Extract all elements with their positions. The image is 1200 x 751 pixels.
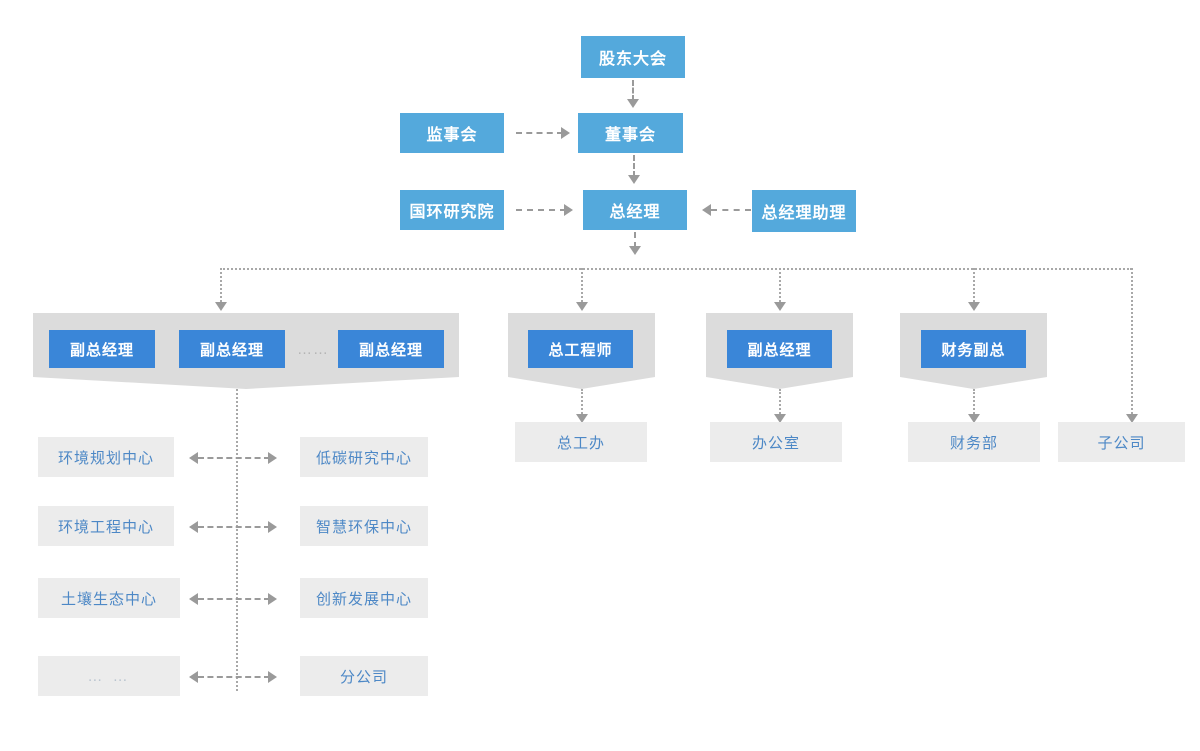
node-finance-vice-president[interactable]: 财务副总 [921, 330, 1026, 368]
bus-drop-vp-office [779, 268, 781, 306]
connector-supervisors-to-board [516, 132, 563, 134]
arrow-right-icon [561, 127, 570, 139]
bus-drop-subsidiary [1131, 268, 1133, 418]
banner-tip [508, 377, 655, 389]
connector-board-to-gm [633, 155, 635, 177]
node-board-of-directors[interactable]: 董事会 [578, 113, 683, 153]
node-department-right-3[interactable]: 创新发展中心 [300, 578, 428, 618]
arrow-left-icon [702, 204, 711, 216]
arrow-left-icon [189, 593, 198, 605]
node-department-left-4[interactable]: … … [38, 656, 180, 696]
node-department-left-3[interactable]: 土壤生态中心 [38, 578, 180, 618]
arrow-down-icon [774, 414, 786, 423]
node-subsidiary[interactable]: 子公司 [1058, 422, 1185, 462]
node-chief-engineer-office[interactable]: 总工办 [515, 422, 647, 462]
node-vice-general-manager-1[interactable]: 副总经理 [49, 330, 155, 368]
bus-drop-finance-vp [973, 268, 975, 306]
connector-gm-to-bus [634, 232, 636, 248]
distribution-bus-line [220, 268, 1132, 270]
arrow-down-icon [576, 414, 588, 423]
arrow-right-icon [268, 452, 277, 464]
node-board-of-supervisors[interactable]: 监事会 [400, 113, 504, 153]
arrow-down-icon [774, 302, 786, 311]
connector-departments-row-3 [198, 598, 270, 600]
connector-chief-engineer-to-office [581, 389, 583, 417]
node-department-right-1[interactable]: 低碳研究中心 [300, 437, 428, 477]
arrow-down-icon [968, 414, 980, 423]
connector-assistant-to-gm [711, 209, 751, 211]
node-department-right-4[interactable]: 分公司 [300, 656, 428, 696]
banner-tip [706, 377, 853, 389]
connector-shareholders-to-board [632, 80, 634, 101]
bus-drop-vp-group [220, 268, 222, 306]
arrow-down-icon [627, 99, 639, 108]
arrow-left-icon [189, 521, 198, 533]
arrow-left-icon [189, 452, 198, 464]
arrow-right-icon [268, 521, 277, 533]
node-chief-engineer[interactable]: 总工程师 [528, 330, 633, 368]
node-department-left-2[interactable]: 环境工程中心 [38, 506, 174, 546]
connector-departments-row-2 [198, 526, 270, 528]
node-vice-general-manager-office[interactable]: 副总经理 [727, 330, 832, 368]
arrow-left-icon [189, 671, 198, 683]
node-department-right-2[interactable]: 智慧环保中心 [300, 506, 428, 546]
node-vice-general-manager-3[interactable]: 副总经理 [338, 330, 444, 368]
node-administrative-office[interactable]: 办公室 [710, 422, 842, 462]
arrow-down-icon [968, 302, 980, 311]
connector-departments-row-1 [198, 457, 270, 459]
node-shareholders-meeting[interactable]: 股东大会 [581, 36, 685, 78]
connector-finance-to-department [973, 389, 975, 417]
node-research-institute[interactable]: 国环研究院 [400, 190, 504, 230]
node-general-manager[interactable]: 总经理 [583, 190, 687, 230]
banner-tip [33, 377, 459, 389]
arrow-down-icon [628, 175, 640, 184]
arrow-down-icon [1126, 414, 1138, 423]
vp-group-spine [236, 389, 238, 691]
connector-institute-to-gm [516, 209, 566, 211]
node-vice-general-manager-2[interactable]: 副总经理 [179, 330, 285, 368]
banner-tip [900, 377, 1047, 389]
node-gm-assistant[interactable]: 总经理助理 [752, 190, 856, 232]
vp-group-separator: …… [297, 340, 329, 358]
node-department-left-1[interactable]: 环境规划中心 [38, 437, 174, 477]
arrow-down-icon [629, 246, 641, 255]
arrow-down-icon [576, 302, 588, 311]
arrow-down-icon [215, 302, 227, 311]
arrow-right-icon [268, 593, 277, 605]
node-finance-department[interactable]: 财务部 [908, 422, 1040, 462]
arrow-right-icon [564, 204, 573, 216]
arrow-right-icon [268, 671, 277, 683]
connector-departments-row-4 [198, 676, 270, 678]
connector-vp-to-office [779, 389, 781, 417]
bus-drop-chief-engineer [581, 268, 583, 306]
